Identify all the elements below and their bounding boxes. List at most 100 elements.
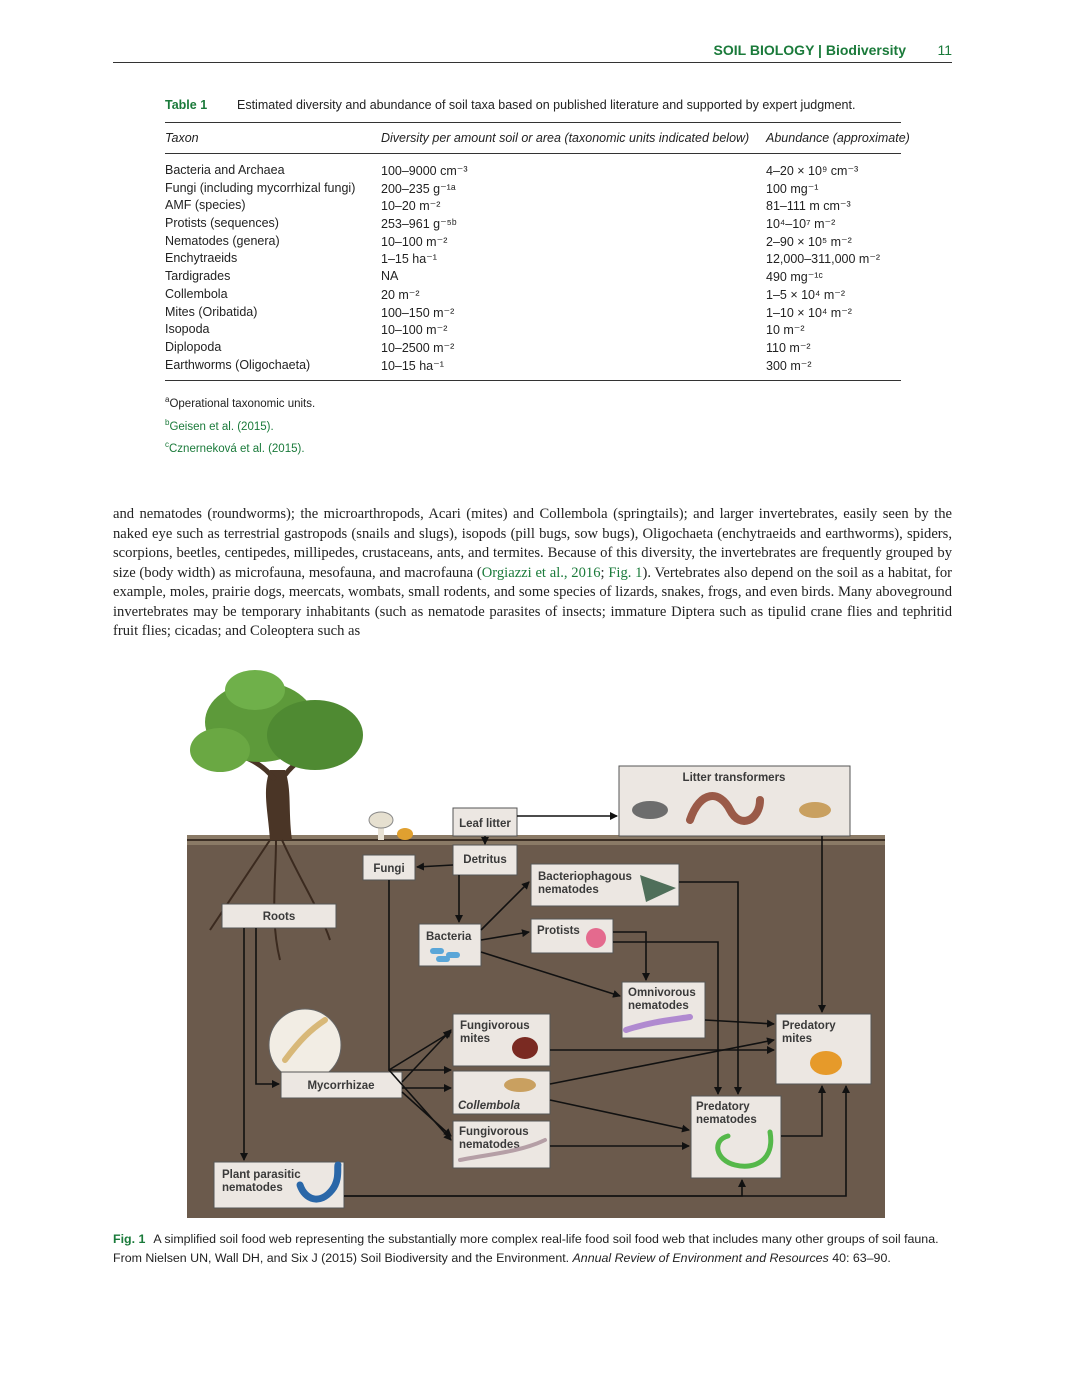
bacteria-label: Bacteria: [426, 931, 472, 943]
omnivorous-nematodes-label-1: Omnivorous: [628, 987, 696, 999]
predatory-nematodes-label-1: Predatory: [696, 1101, 750, 1113]
cell-diversity: 10–15 ha⁻¹: [381, 358, 444, 373]
isopod-icon: [632, 801, 668, 819]
cell-diversity: NA: [381, 269, 399, 284]
soil-food-web-figure: Litter transformers Leaf litter Detritus…: [187, 670, 885, 1218]
cell-diversity: 10–100 m⁻²: [381, 323, 448, 338]
plant-parasitic-nematode-icon: [296, 1161, 342, 1203]
fungivorous-mites-label-2: mites: [460, 1033, 490, 1045]
omnivorous-nematodes-label-2: nematodes: [628, 1000, 689, 1012]
cell-abundance: 100 mg⁻¹: [766, 181, 819, 196]
table-label: Table 1: [165, 98, 208, 112]
table-row: AMF (species) 10–20 m⁻² 81–111 m cm⁻³: [165, 197, 901, 215]
cell-diversity: 20 m⁻²: [381, 287, 420, 302]
cell-taxon: Earthworms (Oligochaeta): [165, 357, 311, 372]
cell-taxon: Protists (sequences): [165, 216, 279, 231]
table-row: Earthworms (Oligochaeta) 10–15 ha⁻¹ 300 m⁻…: [165, 357, 901, 375]
fungi-label: Fungi: [373, 863, 404, 875]
plant-parasitic-nematodes-label-2: nematodes: [222, 1182, 283, 1194]
springtail-icon: [799, 802, 831, 818]
litter-transformers-label: Litter transformers: [683, 772, 786, 784]
cell-abundance: 81–111 m cm⁻³: [766, 199, 851, 214]
cell-taxon: Bacteria and Archaea: [165, 163, 285, 177]
footnote-c[interactable]: cCznerneková et al. (2015).: [165, 439, 305, 455]
cell-abundance: 10⁴–10⁷ m⁻²: [766, 217, 836, 232]
cell-taxon: Isopoda: [165, 322, 210, 337]
cell-abundance: 10 m⁻²: [766, 323, 805, 338]
reference-link-orgiazzi[interactable]: Orgiazzi et al., 2016: [481, 564, 601, 581]
cell-diversity: 100–150 m⁻²: [381, 305, 455, 320]
bacteriophagous-nematodes-label-2: nematodes: [538, 884, 599, 896]
cell-abundance: 110 m⁻²: [766, 340, 811, 355]
omnivorous-nematode-icon: [623, 1014, 693, 1033]
litter-transformers-box: [618, 765, 851, 837]
detritus-label: Detritus: [463, 854, 506, 866]
roots-box: [221, 903, 337, 929]
table-row: Bacteria and Archaea 100–9000 cm⁻³ 4–20 × …: [165, 162, 901, 180]
fungivorous-nematodes-label-1: Fungivorous: [459, 1126, 529, 1138]
mycorrhizae-lens: [268, 1008, 342, 1082]
cell-abundance: 2–90 × 10⁵ m⁻²: [766, 234, 852, 249]
cell-taxon: Diplopoda: [165, 339, 222, 354]
cell-taxon: Fungi (including mycorrhizal fungi): [165, 180, 356, 195]
predatory-nematode-icon: [715, 1129, 774, 1169]
table-row: Isopoda 10–100 m⁻² 10 m⁻²: [165, 321, 901, 339]
page-number: 11: [937, 42, 952, 58]
collembola-icon: [504, 1078, 536, 1092]
collembola-label: Collembola: [458, 1100, 521, 1112]
predatory-mites-label-1: Predatory: [782, 1020, 836, 1032]
leaf-litter-box: [452, 807, 518, 837]
table-body: Bacteria and Archaea 100–9000 cm⁻³ 4–20 × …: [165, 154, 901, 380]
cell-taxon: Tardigrades: [165, 269, 231, 284]
body-paragraph: and nematodes (roundworms); the microart…: [113, 506, 953, 639]
plant-parasitic-nematodes-label-1: Plant parasitic: [222, 1169, 301, 1181]
collembola-box: [452, 1070, 551, 1115]
figure-link-fig1[interactable]: Fig. 1: [608, 564, 643, 581]
mushroom-icon: [368, 811, 413, 840]
table-footnotes: aOperational taxonomic units. bGeisen et…: [165, 391, 901, 458]
table-row: Protists (sequences) 253–961 g⁻⁵ᵇ 10⁴–10⁷ …: [165, 215, 901, 233]
bacteriophagous-nematodes-label-1: Bacteriophagous: [538, 871, 632, 883]
table-caption: Table 1 Estimated diversity and abundanc…: [165, 98, 901, 118]
protists-label: Protists: [537, 925, 580, 937]
cell-diversity: 10–20 m⁻²: [381, 199, 441, 214]
cell-abundance: 490 mg⁻¹ᶜ: [766, 270, 823, 285]
cell-diversity: 10–100 m⁻²: [381, 234, 448, 249]
cell-diversity: 1–15 ha⁻¹: [381, 252, 437, 267]
header-taxon: Taxon: [165, 131, 199, 145]
detritus-box: [452, 844, 518, 876]
header-abundance: Abundance (approximate): [766, 131, 910, 145]
figure-label: Fig. 1: [113, 1232, 146, 1246]
cell-diversity: 100–9000 cm⁻³: [381, 164, 468, 178]
cell-diversity: 10–2500 m⁻²: [381, 340, 455, 355]
footnote-a: aOperational taxonomic units.: [165, 395, 316, 411]
cell-taxon: Enchytraeids: [165, 251, 238, 266]
cell-taxon: AMF (species): [165, 198, 246, 213]
fungivorous-nematodes-label-2: nematodes: [459, 1139, 520, 1151]
cell-abundance: 300 m⁻²: [766, 358, 812, 373]
table-header-row: Taxon Diversity per amount soil or area …: [165, 123, 910, 153]
fungivorous-mites-label-1: Fungivorous: [460, 1020, 530, 1032]
cell-diversity: 253–961 g⁻⁵ᵇ: [381, 217, 457, 232]
table-row: Tardigrades NA 490 mg⁻¹ᶜ: [165, 268, 901, 286]
fungivorous-nematode-icon: [458, 1138, 547, 1162]
running-head-title: SOIL BIOLOGY | Biodiversity: [713, 42, 906, 58]
earthworm-icon: [686, 792, 764, 825]
cell-taxon: Mites (Oribatida): [165, 304, 258, 319]
food-web-arrows: [240, 812, 850, 1197]
table-row: Fungi (including mycorrhizal fungi)200–2…: [165, 180, 901, 198]
mite-icon: [512, 1037, 538, 1059]
footnote-b[interactable]: bGeisen et al. (2015).: [165, 417, 274, 433]
table-caption-text: Estimated diversity and abundance of soi…: [237, 98, 856, 112]
cell-taxon: Nematodes (genera): [165, 233, 280, 248]
tree-icon: [190, 670, 363, 961]
cell-abundance: 4–20 × 10⁹ cm⁻³: [766, 164, 859, 178]
table-1: Table 1 Estimated diversity and abundanc…: [165, 98, 910, 458]
bacteria-icon: [430, 948, 460, 962]
predatory-mite-icon: [810, 1051, 842, 1075]
protist-icon: [586, 928, 606, 948]
